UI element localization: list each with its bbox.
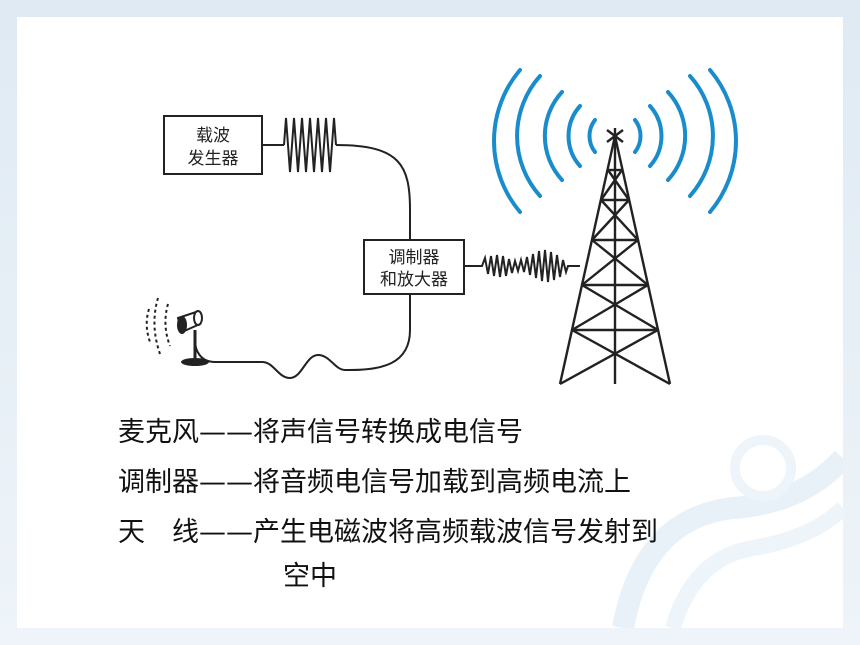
description-text: 将声信号转换成电信号 [253, 417, 523, 448]
term-label: 调制器 [118, 467, 199, 498]
description-text: 将音频电信号加载到高频电流上 [253, 467, 631, 498]
carrier-generator-box: 载波 发生器 [163, 115, 263, 175]
microphone-icon [145, 297, 209, 366]
modulator-box: 调制器 和放大器 [363, 239, 465, 295]
description-text: 产生电磁波将高频载波信号发射到 [253, 517, 658, 548]
dash: —— [199, 417, 253, 448]
description-antenna-continuation: 空中 [283, 561, 337, 592]
term-label: 天 线 [118, 517, 199, 548]
watermark-hands-icon [612, 435, 843, 628]
description-microphone: 麦克风——将声信号转换成电信号 [118, 416, 523, 450]
modulated-wave [464, 249, 580, 283]
carrier-wave [262, 117, 337, 173]
carrier-box-line2: 发生器 [188, 149, 239, 169]
wire-microphone-to-modulator [194, 294, 411, 380]
wire-carrier-to-modulator [335, 144, 411, 240]
description-modulator: 调制器——将音频电信号加载到高频电流上 [118, 466, 631, 500]
antenna-tower-icon [558, 128, 672, 386]
modulator-box-line2: 和放大器 [380, 270, 448, 290]
dash: —— [199, 517, 253, 548]
description-antenna: 天 线——产生电磁波将高频载波信号发射到 [118, 516, 658, 550]
modulator-box-line1: 调制器 [389, 248, 440, 268]
radio-waves [492, 68, 738, 214]
radio-transmission-diagram: 载波 发生器 调制器 和放大器 [145, 68, 738, 386]
carrier-box-line1: 载波 [196, 126, 230, 146]
term-label: 麦克风 [118, 417, 199, 448]
dash: —— [199, 467, 253, 498]
